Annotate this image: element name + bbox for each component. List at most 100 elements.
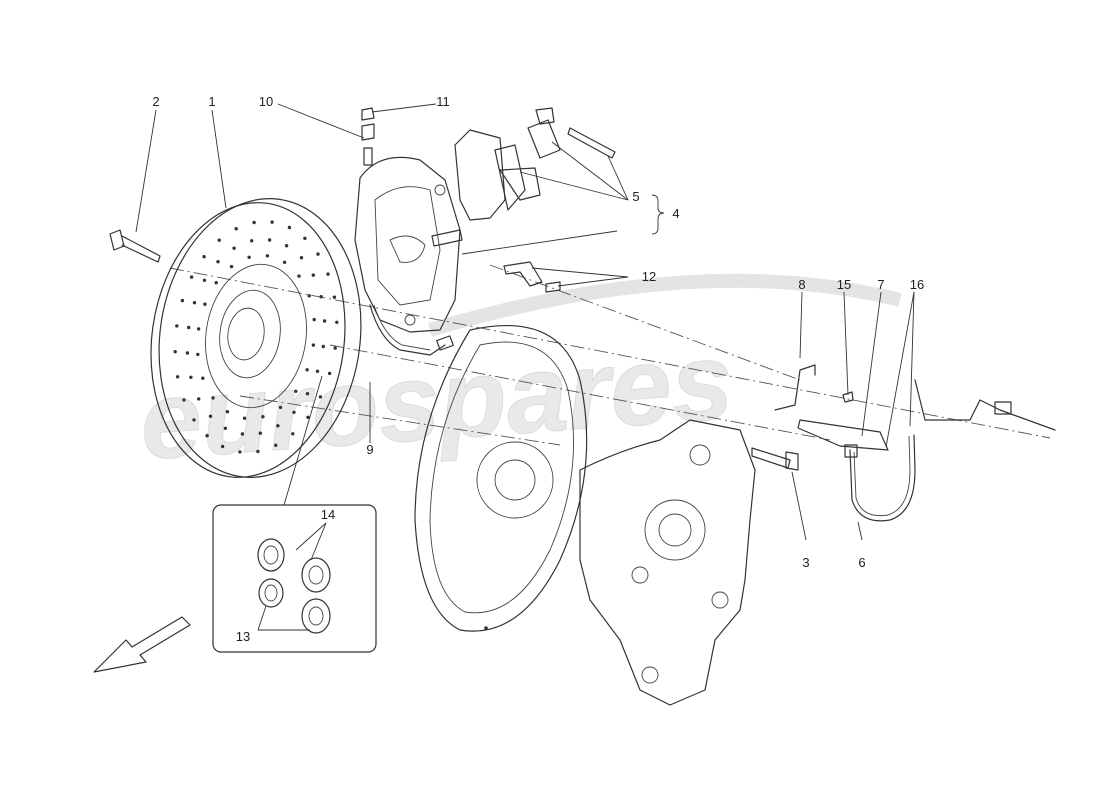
callout-12: 12 bbox=[642, 269, 656, 284]
callout-5: 5 bbox=[632, 189, 639, 204]
disc-drill-hole bbox=[311, 343, 316, 347]
callout-10: 10 bbox=[259, 94, 273, 109]
disc-drill-hole bbox=[187, 325, 191, 330]
disc-drill-hole bbox=[312, 317, 316, 322]
brake-disc bbox=[150, 198, 362, 478]
disc-drill-hole bbox=[258, 431, 262, 435]
disc-drill-hole bbox=[321, 344, 325, 349]
disc-drill-hole bbox=[225, 410, 230, 414]
callout-13: 13 bbox=[236, 629, 250, 644]
disc-drill-hole bbox=[305, 368, 309, 372]
assembly-axes bbox=[169, 264, 1051, 446]
callout-16: 16 bbox=[910, 277, 924, 292]
disc-drill-hole bbox=[217, 238, 221, 242]
disc-drill-hole bbox=[211, 396, 215, 400]
disc-drill-hole bbox=[307, 294, 311, 298]
disc-drill-hole bbox=[229, 264, 234, 269]
disc-drill-hole bbox=[201, 376, 205, 380]
disc-drill-hole bbox=[182, 398, 186, 402]
disc-drill-hole bbox=[318, 395, 323, 399]
callout-9: 9 bbox=[366, 442, 373, 457]
brake-caliper bbox=[354, 156, 463, 333]
callout-labels: 2 1 3 4 5 6 7 8 9 10 11 12 13 14 15 16 bbox=[152, 94, 924, 644]
disc-drill-hole bbox=[265, 254, 270, 258]
disc-drill-hole bbox=[175, 324, 179, 328]
disc-drill-hole bbox=[274, 443, 278, 447]
disc-drill-hole bbox=[319, 295, 323, 299]
callout-2: 2 bbox=[152, 94, 159, 109]
disc-drill-hole bbox=[196, 327, 201, 331]
disc-drill-hole bbox=[292, 410, 296, 414]
disc-drill-hole bbox=[223, 426, 228, 430]
disc-drill-hole bbox=[214, 281, 218, 285]
disc-drill-hole bbox=[189, 375, 193, 379]
disc-drill-holes bbox=[173, 220, 339, 454]
disc-drill-hole bbox=[303, 236, 307, 240]
disc-drill-hole bbox=[208, 414, 213, 418]
pad-wear-bracket bbox=[503, 261, 561, 293]
disc-drill-hole bbox=[197, 397, 201, 401]
callout-15: 15 bbox=[837, 277, 851, 292]
disc-drill-hole bbox=[205, 434, 209, 438]
hose-mounting-bracket bbox=[797, 419, 889, 451]
disc-drill-hole bbox=[252, 220, 256, 225]
rigid-brake-pipe bbox=[774, 364, 1056, 431]
disc-drill-hole bbox=[311, 273, 315, 277]
disc-drill-hole bbox=[276, 424, 280, 428]
disc-drill-hole bbox=[335, 320, 339, 324]
disc-drill-hole bbox=[287, 225, 292, 230]
disc-drill-hole bbox=[216, 260, 220, 264]
flexible-brake-hose bbox=[844, 434, 916, 522]
callout-8: 8 bbox=[798, 277, 805, 292]
disc-drill-hole bbox=[315, 369, 320, 373]
disc-drill-hole bbox=[294, 389, 298, 393]
disc-drill-hole bbox=[185, 351, 190, 355]
disc-drill-hole bbox=[333, 346, 337, 350]
caliper-brake-pipe bbox=[369, 304, 454, 356]
brake-dust-shield bbox=[414, 324, 588, 632]
disc-drill-hole bbox=[306, 415, 310, 419]
disc-drill-hole bbox=[250, 239, 254, 243]
callout-leaders bbox=[135, 103, 915, 631]
callout-1: 1 bbox=[208, 94, 215, 109]
disc-drill-hole bbox=[242, 416, 247, 420]
disc-drill-hole bbox=[175, 375, 180, 379]
disc-drill-hole bbox=[192, 418, 196, 422]
disc-drill-hole bbox=[305, 392, 310, 396]
disc-drill-hole bbox=[203, 302, 207, 306]
brake-pads bbox=[454, 129, 541, 221]
hub-carrier-bolt bbox=[751, 447, 799, 471]
disc-drill-hole bbox=[261, 415, 265, 419]
disc-drill-hole bbox=[282, 260, 287, 264]
disc-drill-hole bbox=[238, 450, 242, 454]
disc-drill-hole bbox=[202, 278, 207, 282]
disc-drill-hole bbox=[322, 319, 327, 323]
disc-drill-hole bbox=[220, 444, 225, 449]
disc-drill-hole bbox=[234, 227, 238, 231]
disc-drill-hole bbox=[189, 275, 194, 279]
seal-kit-detail-inset bbox=[212, 375, 377, 653]
wheel-hub-carrier bbox=[579, 419, 756, 706]
disc-drill-hole bbox=[202, 255, 206, 259]
callout-6: 6 bbox=[858, 555, 865, 570]
watermark-swoosh bbox=[428, 273, 902, 337]
disc-drill-hole bbox=[196, 352, 200, 357]
callout-4: 4 bbox=[672, 206, 679, 221]
disc-drill-hole bbox=[180, 298, 185, 303]
disc-drill-hole bbox=[267, 238, 272, 242]
disc-drill-hole bbox=[256, 449, 260, 454]
callout-7: 7 bbox=[877, 277, 884, 292]
pad-clips-and-pin bbox=[527, 107, 616, 159]
disc-drill-hole bbox=[297, 274, 301, 278]
disc-drill-hole bbox=[299, 256, 304, 260]
disc-drill-hole bbox=[173, 350, 177, 354]
disc-drill-hole bbox=[284, 244, 289, 248]
disc-drill-hole bbox=[332, 295, 337, 299]
disc-drill-hole bbox=[291, 432, 295, 436]
disc-drill-hole bbox=[270, 220, 274, 224]
bleed-screw-and-cap bbox=[361, 107, 375, 166]
disc-drill-hole bbox=[278, 405, 283, 410]
disc-drill-hole bbox=[327, 371, 332, 376]
